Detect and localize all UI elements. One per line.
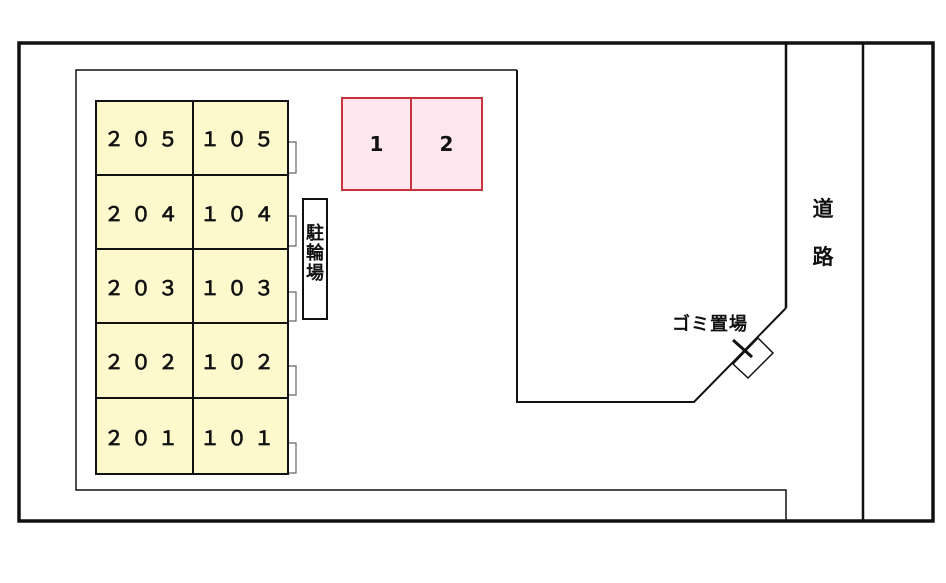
unit-103[interactable]: １０３ (194, 250, 287, 322)
garbage-box (731, 336, 775, 380)
bicycle-parking-char-3: 場 (306, 263, 324, 284)
parking-divider (410, 97, 412, 191)
outer-boundary (17, 41, 935, 523)
unit-202[interactable]: ２０２ (97, 324, 192, 397)
garbage-gate-mark (731, 338, 754, 359)
unit-204[interactable]: ２０４ (97, 176, 192, 248)
garbage-area-label: ゴミ置場 (672, 314, 748, 335)
unit-102[interactable]: １０２ (194, 324, 287, 397)
unit-105[interactable]: １０５ (194, 102, 287, 172)
road-char-1: 道 (812, 197, 834, 221)
bicycle-parking-char-2: 輪 (306, 243, 324, 264)
bicycle-parking[interactable]: 駐 輪 場 (302, 198, 328, 320)
unit-201[interactable]: ２０１ (97, 399, 192, 473)
road-label: 道 路 (805, 185, 841, 281)
unit-101[interactable]: １０１ (194, 399, 287, 473)
road-char-2: 路 (812, 245, 834, 269)
bicycle-parking-char-1: 駐 (306, 223, 324, 244)
unit-104[interactable]: １０４ (194, 176, 287, 248)
unit-203[interactable]: ２０３ (97, 250, 192, 322)
unit-205[interactable]: ２０５ (97, 102, 192, 172)
lot-outline (75, 69, 787, 491)
parking-space-1[interactable]: 1 (343, 99, 410, 189)
parking-area-outline (516, 70, 787, 403)
entrance-marks (289, 141, 297, 474)
parking-space-2[interactable]: 2 (412, 99, 481, 189)
